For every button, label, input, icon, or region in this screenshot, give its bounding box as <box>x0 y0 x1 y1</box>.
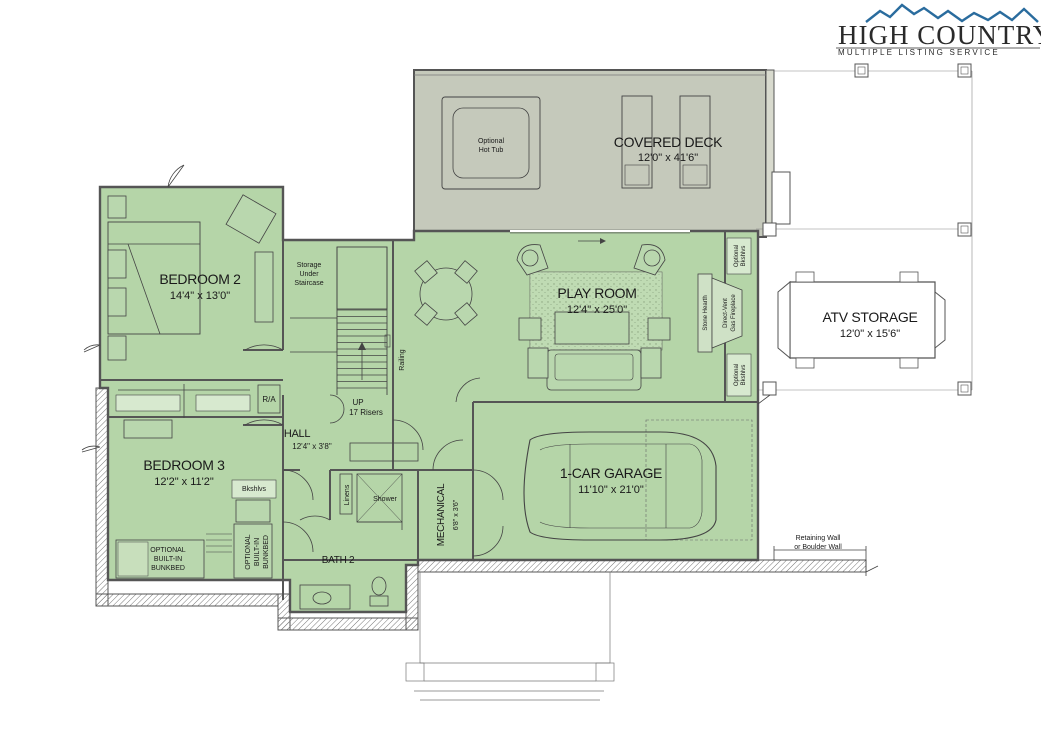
storage-label-1: Storage <box>297 262 322 269</box>
covered-deck-name: COVERED DECK <box>614 134 723 150</box>
door-swings <box>81 164 771 557</box>
logo-subtitle: MULTIPLE LISTING SERVICE <box>838 48 1000 57</box>
bedroom3-dim: 12'2" x 11'2" <box>154 476 214 488</box>
stairs-risers-label: 17 Risers <box>349 408 383 417</box>
bunk-left-label-1: OPTIONAL <box>150 547 186 554</box>
retaining-wall: Retaining Wall or Boulder Wall <box>773 535 879 576</box>
covered-deck-area: Optional Hot Tub COVERED DECK 12'0" x 41… <box>413 69 791 238</box>
lounge-chair <box>621 95 653 189</box>
bedroom-3: BEDROOM 3 12'2" x 11'2" Bkshlvs OPTIONAL… <box>115 419 277 579</box>
bedroom2-name: BEDROOM 2 <box>159 271 241 287</box>
atv-storage-name: ATV STORAGE <box>823 309 918 325</box>
play-room: PLAY ROOM 12'4" x 25'0" Stone Hearth Dir… <box>414 230 752 397</box>
retaining-wall-label-1: Retaining Wall <box>796 535 841 542</box>
storage-label-3: Staircase <box>294 280 323 287</box>
fireplace-label-1: Direct-Vent <box>723 298 729 328</box>
stone-hearth-label: Stone Hearth <box>703 295 709 330</box>
bath-2: Linens Shower BATH 2 <box>299 473 403 610</box>
play-room-name: PLAY ROOM <box>557 285 636 301</box>
opt-bkshlvs-bot-1: Optional <box>734 364 740 386</box>
sofa <box>546 349 642 391</box>
bedroom-2: BEDROOM 2 14'4" x 13'0" R/A <box>107 194 281 418</box>
coffee-table <box>554 311 630 345</box>
vanity <box>299 584 351 610</box>
covered-deck-dim: 12'0" x 41'6" <box>638 152 698 164</box>
garage-name: 1-CAR GARAGE <box>560 465 662 481</box>
toilet-icon <box>371 576 387 596</box>
bedroom2-dim: 14'4" x 13'0" <box>170 290 230 302</box>
mountain-icon <box>865 3 1039 23</box>
dining-table <box>419 267 473 321</box>
fireplace-label-2: Gas Fireplace <box>731 294 737 332</box>
front-porch <box>405 572 615 701</box>
sink-icon <box>312 591 332 605</box>
mechanical-name: MECHANICAL <box>436 483 447 546</box>
opt-bkshlvs-top-2: Bkshlvs <box>741 246 747 267</box>
foundation-walls <box>95 387 867 631</box>
bunk-right-label-3: BUNKBED <box>263 535 270 569</box>
stairs-up-label: UP <box>352 398 363 407</box>
hall-dim: 12'4" x 3'8" <box>292 442 332 451</box>
bunk-left-label-2: BUILT-IN <box>154 556 182 563</box>
bunk-right-label-2: BUILT-IN <box>254 538 261 566</box>
bunkbed <box>233 523 273 579</box>
play-room-dim: 12'4" x 25'0" <box>567 304 627 316</box>
bunk-right-label-1: OPTIONAL <box>245 534 252 570</box>
opt-bkshlvs-bot-2: Bkshlvs <box>741 365 747 386</box>
lounge-chair <box>679 95 711 189</box>
hot-tub-label-1: Optional <box>478 138 505 145</box>
opt-bkshlvs-top-1: Optional <box>734 245 740 267</box>
mechanical-room: MECHANICAL 6'8" x 3'6" <box>436 483 460 546</box>
fireplace-icon <box>711 277 743 349</box>
car-outline <box>523 431 717 541</box>
storage-label-2: Under <box>299 271 319 278</box>
hall-name: HALL <box>284 428 310 440</box>
linens-label: Linens <box>344 484 351 505</box>
railing-label: Railing <box>399 349 406 371</box>
shower-label: Shower <box>373 496 397 503</box>
armchair <box>225 194 277 244</box>
atv-storage-dim: 12'0" x 15'6" <box>840 328 900 340</box>
hot-tub-label-2: Hot Tub <box>479 147 504 154</box>
bath2-name: BATH 2 <box>322 555 355 566</box>
nightstand <box>107 335 127 361</box>
retaining-wall-label-2: or Boulder Wall <box>794 544 842 551</box>
garage-dim: 11'10" x 21'0" <box>578 484 644 496</box>
dresser <box>254 251 274 323</box>
logo-title: HIGH COUNTRY <box>838 20 1041 50</box>
bkshlvs-label: Bkshlvs <box>242 486 267 493</box>
garage: 1-CAR GARAGE 11'10" x 21'0" <box>523 419 753 541</box>
ra-label: R/A <box>262 395 276 404</box>
hot-tub <box>441 96 541 190</box>
mechanical-dim: 6'8" x 3'6" <box>453 499 460 530</box>
nightstand <box>107 195 127 219</box>
bench <box>123 419 173 439</box>
bunk-left-label-3: BUNKBED <box>151 565 185 572</box>
atv-storage-area: ATV STORAGE 12'0" x 15'6" <box>777 271 946 369</box>
high-country-logo: HIGH COUNTRY MULTIPLE LISTING SERVICE <box>836 3 1041 57</box>
bedroom3-name: BEDROOM 3 <box>143 457 225 473</box>
exterior-posts <box>756 63 973 396</box>
desk <box>235 499 271 523</box>
staircase: Storage Under Staircase UP 17 Risers Rai… <box>290 246 406 417</box>
